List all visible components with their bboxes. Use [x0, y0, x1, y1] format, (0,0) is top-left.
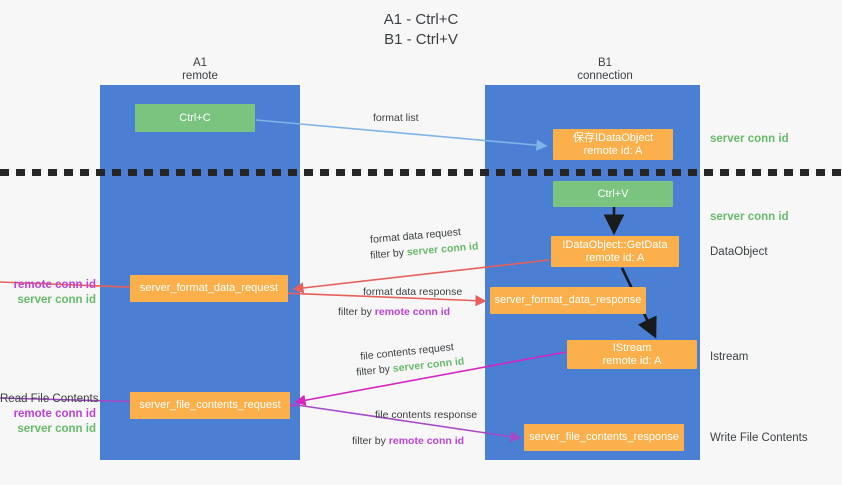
note-conn-id-group-1: remote conn id server conn id: [0, 278, 96, 308]
edge-label-file-contents-response-filter: filter by remote conn id: [352, 434, 464, 448]
diagram-title: A1 - Ctrl+C B1 - Ctrl+V: [0, 10, 842, 50]
node-istream-label: IStream: [612, 341, 652, 354]
phase-separator-dashed-line: [0, 169, 842, 176]
node-save-idataobject[interactable]: 保存IDataObject remote id: A: [553, 129, 673, 160]
node-ctrl-c-label: Ctrl+C: [179, 111, 211, 124]
filter-prefix-1: filter by: [369, 246, 408, 262]
filter-key-server-conn-id-1: server conn id: [406, 240, 479, 259]
lane-b1-name: B1: [597, 57, 613, 69]
lane-header-b1: B1 connection: [540, 57, 670, 83]
note-conn-id-group-2: Read File Contents remote conn id server…: [0, 392, 99, 437]
filter-prefix-2: filter by: [338, 306, 375, 318]
note-remote-conn-id-2: remote conn id: [13, 408, 96, 420]
node-idataobject-getdata-remote-id: remote id: A: [585, 251, 645, 264]
node-save-idataobject-label: 保存IDataObject: [572, 131, 654, 144]
node-save-idataobject-remote-id: remote id: A: [583, 144, 643, 157]
note-read-file-contents: Read File Contents: [0, 393, 99, 405]
title-line-1: A1 - Ctrl+C: [383, 11, 459, 28]
lane-a1-subtitle: remote: [182, 70, 218, 82]
node-istream-remote-id: remote id: A: [602, 354, 662, 367]
node-server-file-contents-request[interactable]: server_file_contents_request: [130, 392, 290, 419]
filter-key-remote-conn-id-1: remote conn id: [374, 306, 451, 318]
node-server-format-data-response-label: server_format_data_response: [494, 294, 642, 306]
edge-label-format-list: format list: [373, 112, 419, 124]
lane-a1-name: A1: [192, 57, 208, 69]
node-server-file-contents-response[interactable]: server_file_contents_response: [524, 424, 684, 451]
node-server-format-data-request[interactable]: server_format_data_request: [130, 275, 288, 302]
edge-label-file-contents-response: file contents response: [375, 409, 478, 421]
note-istream: Istream: [710, 351, 749, 363]
filter-key-remote-conn-id-2: remote conn id: [388, 435, 465, 447]
lane-header-a1: A1 remote: [140, 57, 260, 83]
note-server-conn-id-left-1: server conn id: [17, 294, 96, 306]
note-dataobject: DataObject: [710, 246, 768, 258]
node-idataobject-getdata[interactable]: IDataObject::GetData remote id: A: [551, 236, 679, 267]
node-istream[interactable]: IStream remote id: A: [567, 340, 697, 369]
note-server-conn-id-middle: server conn id: [710, 211, 789, 223]
note-remote-conn-id-1: remote conn id: [13, 279, 96, 291]
node-server-format-data-request-label: server_format_data_request: [139, 282, 279, 294]
filter-prefix-3: filter by: [355, 362, 394, 379]
edge-label-format-data-response: format data response: [363, 286, 463, 298]
node-ctrl-v[interactable]: Ctrl+V: [553, 181, 673, 207]
node-server-file-contents-request-label: server_file_contents_request: [139, 399, 281, 411]
edge-label-format-data-response-filter: filter by remote conn id: [338, 305, 450, 319]
node-server-file-contents-response-label: server_file_contents_response: [529, 431, 679, 443]
title-line-2: B1 - Ctrl+V: [384, 31, 458, 48]
node-server-format-data-response[interactable]: server_format_data_response: [490, 287, 646, 314]
note-server-conn-id-left-2: server conn id: [17, 423, 96, 435]
node-idataobject-getdata-label: IDataObject::GetData: [562, 238, 668, 251]
note-server-conn-id-top: server conn id: [710, 133, 789, 145]
note-write-file-contents: Write File Contents: [710, 432, 808, 444]
node-ctrl-v-label: Ctrl+V: [597, 187, 629, 200]
lane-b1-subtitle: connection: [577, 70, 633, 82]
filter-prefix-4: filter by: [352, 435, 389, 447]
node-ctrl-c[interactable]: Ctrl+C: [135, 104, 255, 132]
